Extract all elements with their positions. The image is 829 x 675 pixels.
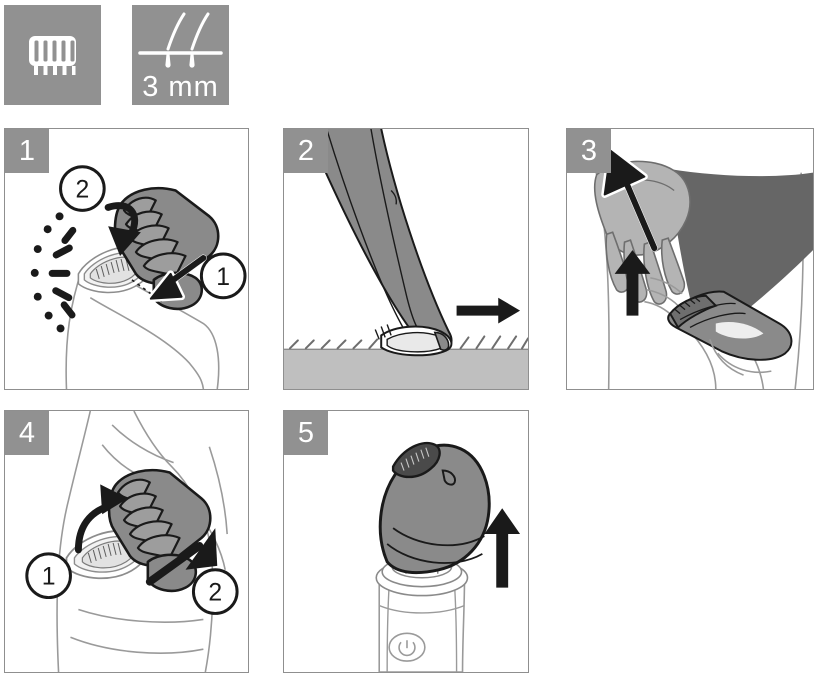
panel-5-illustration bbox=[284, 411, 528, 672]
hair-length-label: 3 mm bbox=[142, 71, 219, 103]
trimming-comb-icon bbox=[29, 36, 76, 75]
panel-1-illustration: 2 1 bbox=[5, 129, 248, 389]
panel-4-illustration: 1 2 bbox=[5, 411, 248, 672]
panel-stretch-skin: 3 bbox=[566, 128, 814, 390]
callout-circle-1: 1 bbox=[25, 552, 72, 600]
panel-number-badge: 3 bbox=[567, 129, 611, 173]
trimming-comb-icon-tile bbox=[4, 5, 101, 105]
panel-number-badge: 4 bbox=[5, 411, 49, 455]
lift-direction-arrow bbox=[484, 508, 521, 588]
panel-2-illustration bbox=[284, 129, 528, 389]
panel-number-badge: 2 bbox=[284, 129, 328, 173]
direction-arrow bbox=[456, 297, 521, 324]
svg-text:2: 2 bbox=[75, 176, 89, 203]
trim-direction-arrow bbox=[614, 250, 651, 316]
hair-length-icon-tile: 3 mm bbox=[132, 5, 229, 105]
svg-text:1: 1 bbox=[42, 564, 56, 591]
callout-circle-2: 2 bbox=[191, 568, 239, 615]
callout-circle-2: 2 bbox=[59, 165, 106, 212]
panel-number-badge: 1 bbox=[5, 129, 49, 173]
panel-remove-comb: 1 2 4 bbox=[4, 410, 249, 673]
panel-number-badge: 5 bbox=[284, 411, 328, 455]
hair-length-icon bbox=[138, 12, 223, 68]
icon-row: 3 mm bbox=[0, 0, 829, 115]
power-button-icon bbox=[388, 632, 426, 662]
panel-remove-head: 5 bbox=[283, 410, 529, 673]
pull-off-arrow bbox=[145, 528, 218, 586]
svg-text:1: 1 bbox=[216, 264, 230, 291]
panel-attach-comb: 2 1 1 bbox=[4, 128, 249, 390]
panel-3-illustration bbox=[567, 129, 813, 389]
svg-text:2: 2 bbox=[208, 580, 222, 607]
panel-trim-surface: 2 bbox=[283, 128, 529, 390]
callout-circle-1: 1 bbox=[199, 252, 247, 300]
